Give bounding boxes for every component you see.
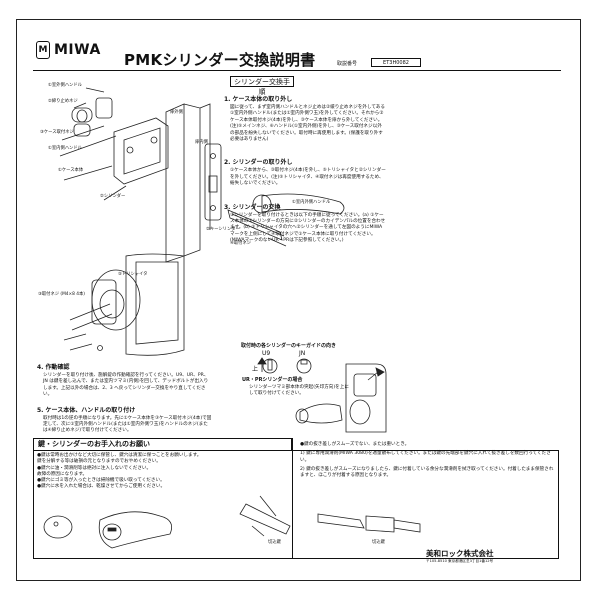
ur-pr-text: シリンダーツマミ部本体の突起(矢印方向)を上にして取り付けてください。 bbox=[249, 385, 349, 397]
care-item: ●鍵穴に水を入れた場合は、乾燥させてからご使用ください。 bbox=[37, 484, 166, 490]
callout-cylinder: ②シリンダー bbox=[100, 194, 126, 199]
care-section-title: 鍵・シリンダーのお手入れのお願い bbox=[33, 438, 292, 450]
miwa-logo-text: MIWA bbox=[54, 42, 101, 58]
step-text: 取付時は1の逆の手順になります。先に①ケース本体を③ケース取付ネジ(4本)で固定… bbox=[43, 415, 212, 434]
step-text: 図に従って、まず室内側ハンドルとネジ止めは②緩り止めネジを外してある①室内外側ハ… bbox=[230, 105, 385, 143]
title-divider bbox=[33, 70, 561, 71]
care-item: ●鍵の抜き差しがスムーズでない、または重いとき。 bbox=[300, 442, 410, 447]
care-item: 2) 鍵の抜き差しがスムーズになりましたら、鍵に付着している余分な潤滑剤を拭き取… bbox=[300, 466, 554, 479]
handle-exploded-drawing bbox=[59, 87, 117, 181]
step-text: シリンダーを取り付け後、施解錠の作動確認を行ってください。U9、UR、PR、JN… bbox=[43, 373, 209, 398]
callout-key-cylinder: ②キーシリンダー bbox=[206, 227, 240, 232]
ur-pr-drawing bbox=[295, 363, 387, 433]
page-title: PMKシリンダー交換説明書 bbox=[124, 51, 316, 69]
care-item: 故障の原因になります。 bbox=[37, 471, 88, 477]
miwa-logo-mark: M bbox=[36, 41, 50, 59]
care-tool-drawing bbox=[239, 495, 421, 537]
step-heading: 3. シリンダーの交換 bbox=[224, 203, 281, 211]
care-section-box bbox=[33, 450, 559, 559]
orientation-up-label: 上 bbox=[252, 366, 259, 373]
door-panel-drawing bbox=[165, 103, 211, 263]
care-item: ●鍵穴にゴミ等が入ったときは掃除機で吸い取ってください。 bbox=[37, 478, 165, 484]
callout-handle-outer: ①室外側ハンドル bbox=[48, 83, 82, 88]
care-item: ●鍵穴に油・潤滑剤等は絶対に注入しないでください。 bbox=[37, 465, 152, 471]
step-text: ②シリンダーを取り付けるときは以下の手順に従ってください。(a) ①ケース本体の… bbox=[230, 212, 386, 244]
step-text: ①ケース本体から、③取付ネジ(4本)を外し、⑤トリシャイタと②シリンダーを外して… bbox=[230, 168, 386, 187]
care-item: ●鍵は常時お出かけなど大切に保管し、鍵穴は清潔に保つことをお願いします。 bbox=[37, 453, 202, 458]
callout-lock-screw: ②締り止めネジ bbox=[48, 99, 78, 104]
step-heading: 5. ケース本体、ハンドルの取り付け bbox=[37, 406, 136, 414]
step-2: 2. シリンダーの取り外し ①ケース本体から、③取付ネジ(4本)を外し、⑤トリシ… bbox=[224, 157, 386, 187]
callout-interior-knob: ①室内外側ハンドル bbox=[292, 200, 331, 205]
care-right-text: ●鍵の抜き差しがスムーズでない、または重いとき。 1) 鍵に専用潤滑剤(MIWA… bbox=[300, 442, 556, 482]
orientation-right-label: JN bbox=[299, 350, 306, 357]
care-left-text: ●鍵は常時お出かけなど大切に保管し、鍵穴は清潔に保つことをお願いします。 鍵を分… bbox=[37, 453, 289, 491]
care-item: 鍵を分解する等は破損の元となりますのでおやめください。 bbox=[37, 459, 161, 465]
step-heading: 4. 作動確認 bbox=[37, 364, 70, 371]
document-page bbox=[16, 19, 581, 581]
callout-trishaita: ⑤トリシャイタ bbox=[118, 272, 148, 277]
care-key-drawing bbox=[43, 511, 173, 549]
care-item: 1) 鍵に専用潤滑剤(MIWA 3080)を適量散布してください。または鍵の先端… bbox=[300, 451, 551, 463]
doc-number-label: 取説番号 bbox=[337, 61, 358, 67]
callout-screw-detail: ③取付ネジ (M4×8 4本) bbox=[38, 292, 85, 297]
orientation-icons bbox=[257, 357, 312, 374]
callout-cylinder-screw: ④取付ネジ bbox=[230, 241, 252, 246]
section-title: シリンダー交換手順 bbox=[230, 76, 294, 96]
cylinder-assembly-drawing bbox=[63, 253, 185, 356]
orientation-left-label: U9 bbox=[262, 350, 271, 357]
procedure-steps: 1. ケース本体の取り外し 図に従って、まず室内側ハンドルとネジ止めは②緩り止め… bbox=[224, 94, 386, 259]
care-figure-label: 切込鍵 bbox=[268, 540, 281, 545]
step-1: 1. ケース本体の取り外し 図に従って、まず室内側ハンドルとネジ止めは②緩り止め… bbox=[224, 94, 386, 143]
company-address: 〒105-8510 東京都港区芝3丁目1番12号 bbox=[426, 559, 494, 563]
lever-handle-drawing bbox=[204, 143, 345, 247]
company-name: 美和ロック株式会社 bbox=[426, 549, 494, 558]
doc-number: ET3H0082 bbox=[371, 58, 421, 67]
miwa-logo: M MIWA bbox=[36, 41, 101, 59]
step-heading: 1. ケース本体の取り外し bbox=[224, 96, 293, 103]
callout-case-screw: ③ケース取付ネジ bbox=[40, 130, 74, 135]
callout-case-body: ①ケース本体 bbox=[58, 168, 84, 173]
step-3: 3. シリンダーの交換 ②シリンダーを取り付けるときは以下の手順に従ってください… bbox=[224, 202, 386, 245]
orientation-heading: 取付時の各シリンダーのキーガイドの向き bbox=[241, 343, 337, 349]
step-4: 4. 作動確認 シリンダーを取り付け後、施解錠の作動確認を行ってください。U9、… bbox=[37, 362, 212, 399]
care-figure-label: 切込鍵 bbox=[372, 540, 385, 545]
callout-door-inner: 扉内側 bbox=[195, 140, 208, 145]
ur-pr-heading: UR・PRシリンダーの場合 bbox=[242, 377, 303, 383]
step-5: 5. ケース本体、ハンドルの取り付け 取付時は1の逆の手順になります。先に①ケー… bbox=[37, 405, 212, 435]
procedure-steps-lower: 4. 作動確認 シリンダーを取り付け後、施解錠の作動確認を行ってください。U9、… bbox=[37, 362, 212, 441]
callout-handle-inner: ①室内側ハンドル bbox=[48, 146, 82, 151]
step-heading: 2. シリンダーの取り外し bbox=[224, 159, 293, 167]
care-divider bbox=[292, 438, 293, 559]
case-body-drawing bbox=[103, 117, 169, 201]
callout-door-outer: 扉外側 bbox=[170, 110, 183, 115]
